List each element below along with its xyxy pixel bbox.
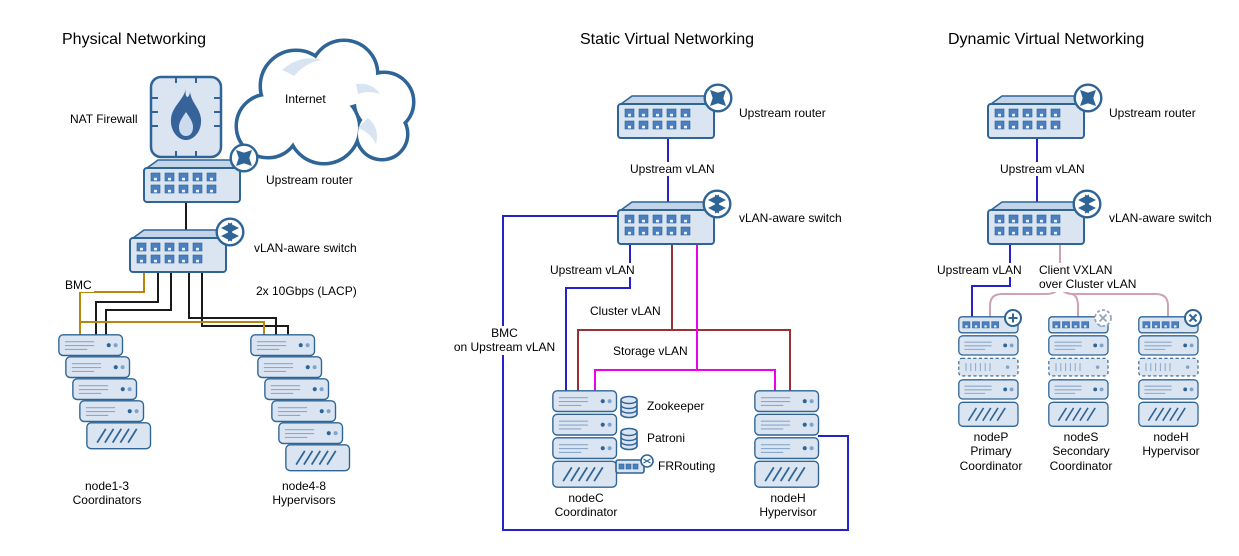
physical-links [79,202,289,352]
server-stack-coordinators [58,334,152,450]
label-upstream-vlan-trunk-dynamic: Upstream vLAN [998,162,1087,177]
label-vlan-switch-static: vLAN-aware switch [737,211,844,226]
label-client-vxlan: Client VXLAN over Cluster vLAN [1037,263,1139,292]
router-icon-dynamic [1075,85,1102,112]
label-vlan-switch-physical: vLAN-aware switch [252,241,359,256]
nat-firewall-icon [149,75,223,159]
link-bmc-coord [79,272,145,342]
server-nodes [1049,317,1108,427]
static-vlan-switch-device [618,202,717,244]
database-icon-zookeeper [620,395,638,419]
server-nodeh-dynamic [1139,317,1198,427]
link-bmc-loop [502,215,849,531]
status-x-icon-nodes [1094,309,1112,327]
label-zookeeper: Zookeeper [645,399,707,414]
section-title-static: Static Virtual Networking [580,31,754,48]
label-cluster-vlan: Cluster vLAN [588,304,663,319]
label-nodeh-dynamic: nodeH Hypervisor [1114,430,1228,459]
frrouting-icon [615,454,654,474]
link-cluster-vlan [577,329,791,392]
label-node4-8-hypervisors: node4-8 Hypervisors [242,479,366,508]
server-nodec [553,391,617,487]
dynamic-vlan-switch-device [988,202,1087,244]
router-icon-static [705,85,732,112]
switch-icon-physical [217,219,244,246]
server-nodeh-static [755,391,819,487]
database-icon-patroni [620,427,638,451]
server-stack-hypervisors [250,334,351,472]
internet-cloud-icon [234,38,416,166]
link-lacp-coord-2 [105,272,172,346]
switch-icon-dynamic [1074,191,1101,218]
physical-upstream-router-device [144,160,243,202]
label-upstream-vlan-dynamic: Upstream vLAN [935,263,1024,278]
link-storage-vlan [594,369,776,392]
label-patroni: Patroni [645,431,688,446]
router-icon-physical [231,145,258,172]
status-x-icon-nodeh [1184,309,1202,327]
label-node1-3-coordinators: node1-3 Coordinators [45,479,169,508]
label-bmc: BMC [63,278,94,293]
label-vlan-switch-dynamic: vLAN-aware switch [1107,211,1214,226]
server-nodep [959,317,1018,427]
switch-icon-static [704,191,731,218]
status-plus-icon-nodep [1004,309,1022,327]
label-internet: Internet [285,92,326,106]
label-nodec: nodeC Coordinator [534,491,638,520]
label-upstream-router-static: Upstream router [737,106,828,121]
static-upstream-router-device [618,96,717,138]
label-upstream-vlan-trunk-static: Upstream vLAN [628,162,717,177]
label-upstream-router-dynamic: Upstream router [1107,106,1198,121]
label-nat-firewall: NAT Firewall [68,112,140,127]
label-lacp: 2x 10Gbps (LACP) [254,284,359,299]
physical-vlan-switch-device [130,230,229,272]
label-upstream-vlan-static: Upstream vLAN [548,263,637,278]
label-storage-vlan: Storage vLAN [611,344,690,359]
link-lacp-hyp-1 [188,272,277,342]
section-title-dynamic: Dynamic Virtual Networking [948,31,1145,48]
label-upstream-router-physical: Upstream router [264,173,355,188]
label-nodeh-static: nodeH Hypervisor [736,491,840,520]
link-lacp-coord-1 [95,272,159,338]
label-bmc-upstream: BMC on Upstream vLAN [445,326,564,355]
section-title-physical: Physical Networking [62,31,207,48]
dynamic-upstream-router-device [988,96,1087,138]
label-frrouting: FRRouting [656,459,718,474]
